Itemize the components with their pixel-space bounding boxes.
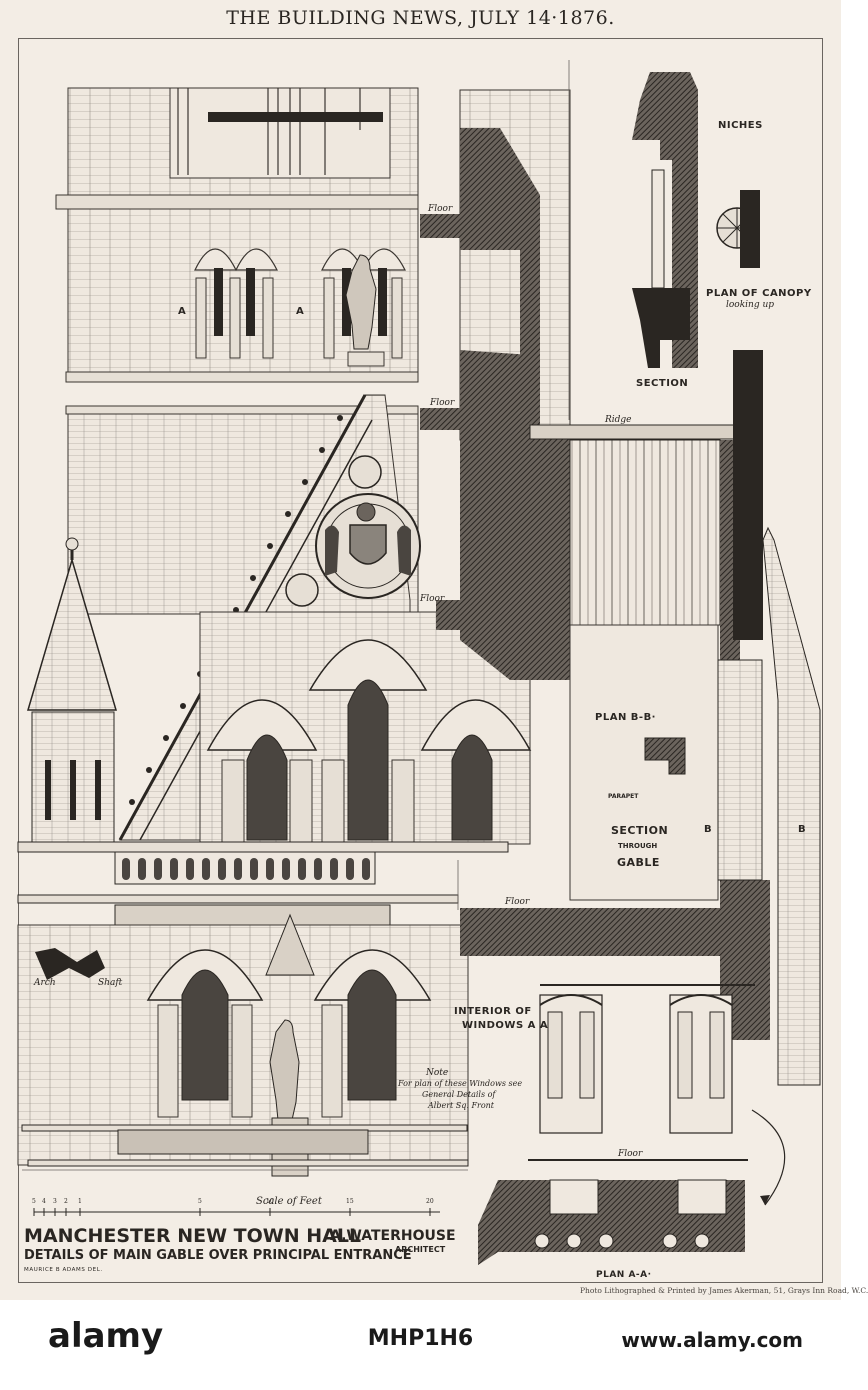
scale-tick-1: 1 (78, 1198, 82, 1205)
label-looking-up: looking up (726, 300, 775, 310)
scale-tick-3: 3 (53, 1198, 57, 1205)
label-floor-1: Floor (428, 204, 453, 214)
label-plan-of-canopy: PLAN OF CANOPY (706, 288, 812, 299)
label-plan-aa: PLAN A-A· (596, 1270, 652, 1280)
drawing-border (18, 38, 823, 1283)
alamy-url: www.alamy.com (621, 1328, 803, 1352)
label-plan-bb: PLAN B-B· (595, 712, 656, 723)
scale-tick-5a: 5 (32, 1198, 36, 1205)
page-header: THE BUILDING NEWS, JULY 14·1876. (226, 7, 615, 29)
architect-name: A.WATERHOUSE (330, 1228, 456, 1244)
note-line-1: For plan of these Windows see (398, 1079, 523, 1088)
label-b-left: B (704, 824, 713, 835)
label-interior-windows-1: INTERIOR OF (454, 1006, 532, 1017)
label-section-gable-2: THROUGH (618, 842, 658, 850)
label-scale-of-feet: Scale of Feet (256, 1196, 322, 1207)
label-niches: NICHES (718, 120, 763, 131)
scale-tick-5b: 5 (198, 1198, 202, 1205)
architectural-elevation (17, 60, 821, 1265)
label-a-right: A (296, 306, 305, 317)
label-floor-3: Floor (420, 594, 445, 604)
label-shaft: Shaft (98, 978, 123, 988)
interior-windows (539, 984, 786, 1206)
image-id: MHP1H6 (367, 1326, 474, 1351)
label-floor-4: Floor (505, 897, 530, 907)
label-parapet: PARAPET (608, 793, 639, 800)
delineator-credit: MAURICE B ADAMS DEL. (24, 1267, 103, 1273)
tower-upper (55, 87, 419, 415)
niches-section (632, 72, 760, 368)
note-line-2: General Details of (422, 1090, 496, 1099)
plan-aa (478, 1159, 748, 1265)
architect-label: ARCHITECT (395, 1245, 446, 1254)
lower-story (17, 913, 469, 1177)
label-arch: Arch (34, 978, 56, 988)
watermark-bar (0, 1300, 841, 1390)
scale-tick-4: 4 (42, 1198, 46, 1205)
scale-tick-2: 2 (64, 1198, 68, 1205)
scale-tick-15: 15 (346, 1198, 354, 1205)
label-floor-2: Floor (430, 398, 455, 408)
left-turret (26, 537, 118, 843)
label-b-right: B (798, 824, 807, 835)
alamy-logo: alamy (48, 1316, 164, 1356)
balustrade (17, 841, 509, 926)
scale-tick-10: 10 (266, 1198, 274, 1205)
label-section-niches: SECTION (636, 378, 689, 389)
label-floor-5: Floor (618, 1149, 643, 1159)
scale-bar (33, 1208, 440, 1216)
note-title: Note (426, 1068, 449, 1078)
drawing-title: MANCHESTER NEW TOWN HALL (24, 1225, 362, 1247)
note-line-3: Albert Sq. Front (428, 1101, 495, 1110)
label-section-gable-1: SECTION (611, 824, 669, 837)
printer-credit: Photo Lithographed & Printed by James Ak… (580, 1286, 868, 1295)
scale-tick-20: 20 (426, 1198, 434, 1205)
label-a-left: A (178, 306, 187, 317)
tower-section (420, 89, 821, 1086)
label-section-gable-3: GABLE (617, 856, 660, 869)
drawing-subtitle: DETAILS OF MAIN GABLE OVER PRINCIPAL ENT… (24, 1248, 412, 1263)
label-interior-windows-2: WINDOWS A A (462, 1020, 549, 1031)
label-ridge: Ridge (605, 415, 632, 425)
